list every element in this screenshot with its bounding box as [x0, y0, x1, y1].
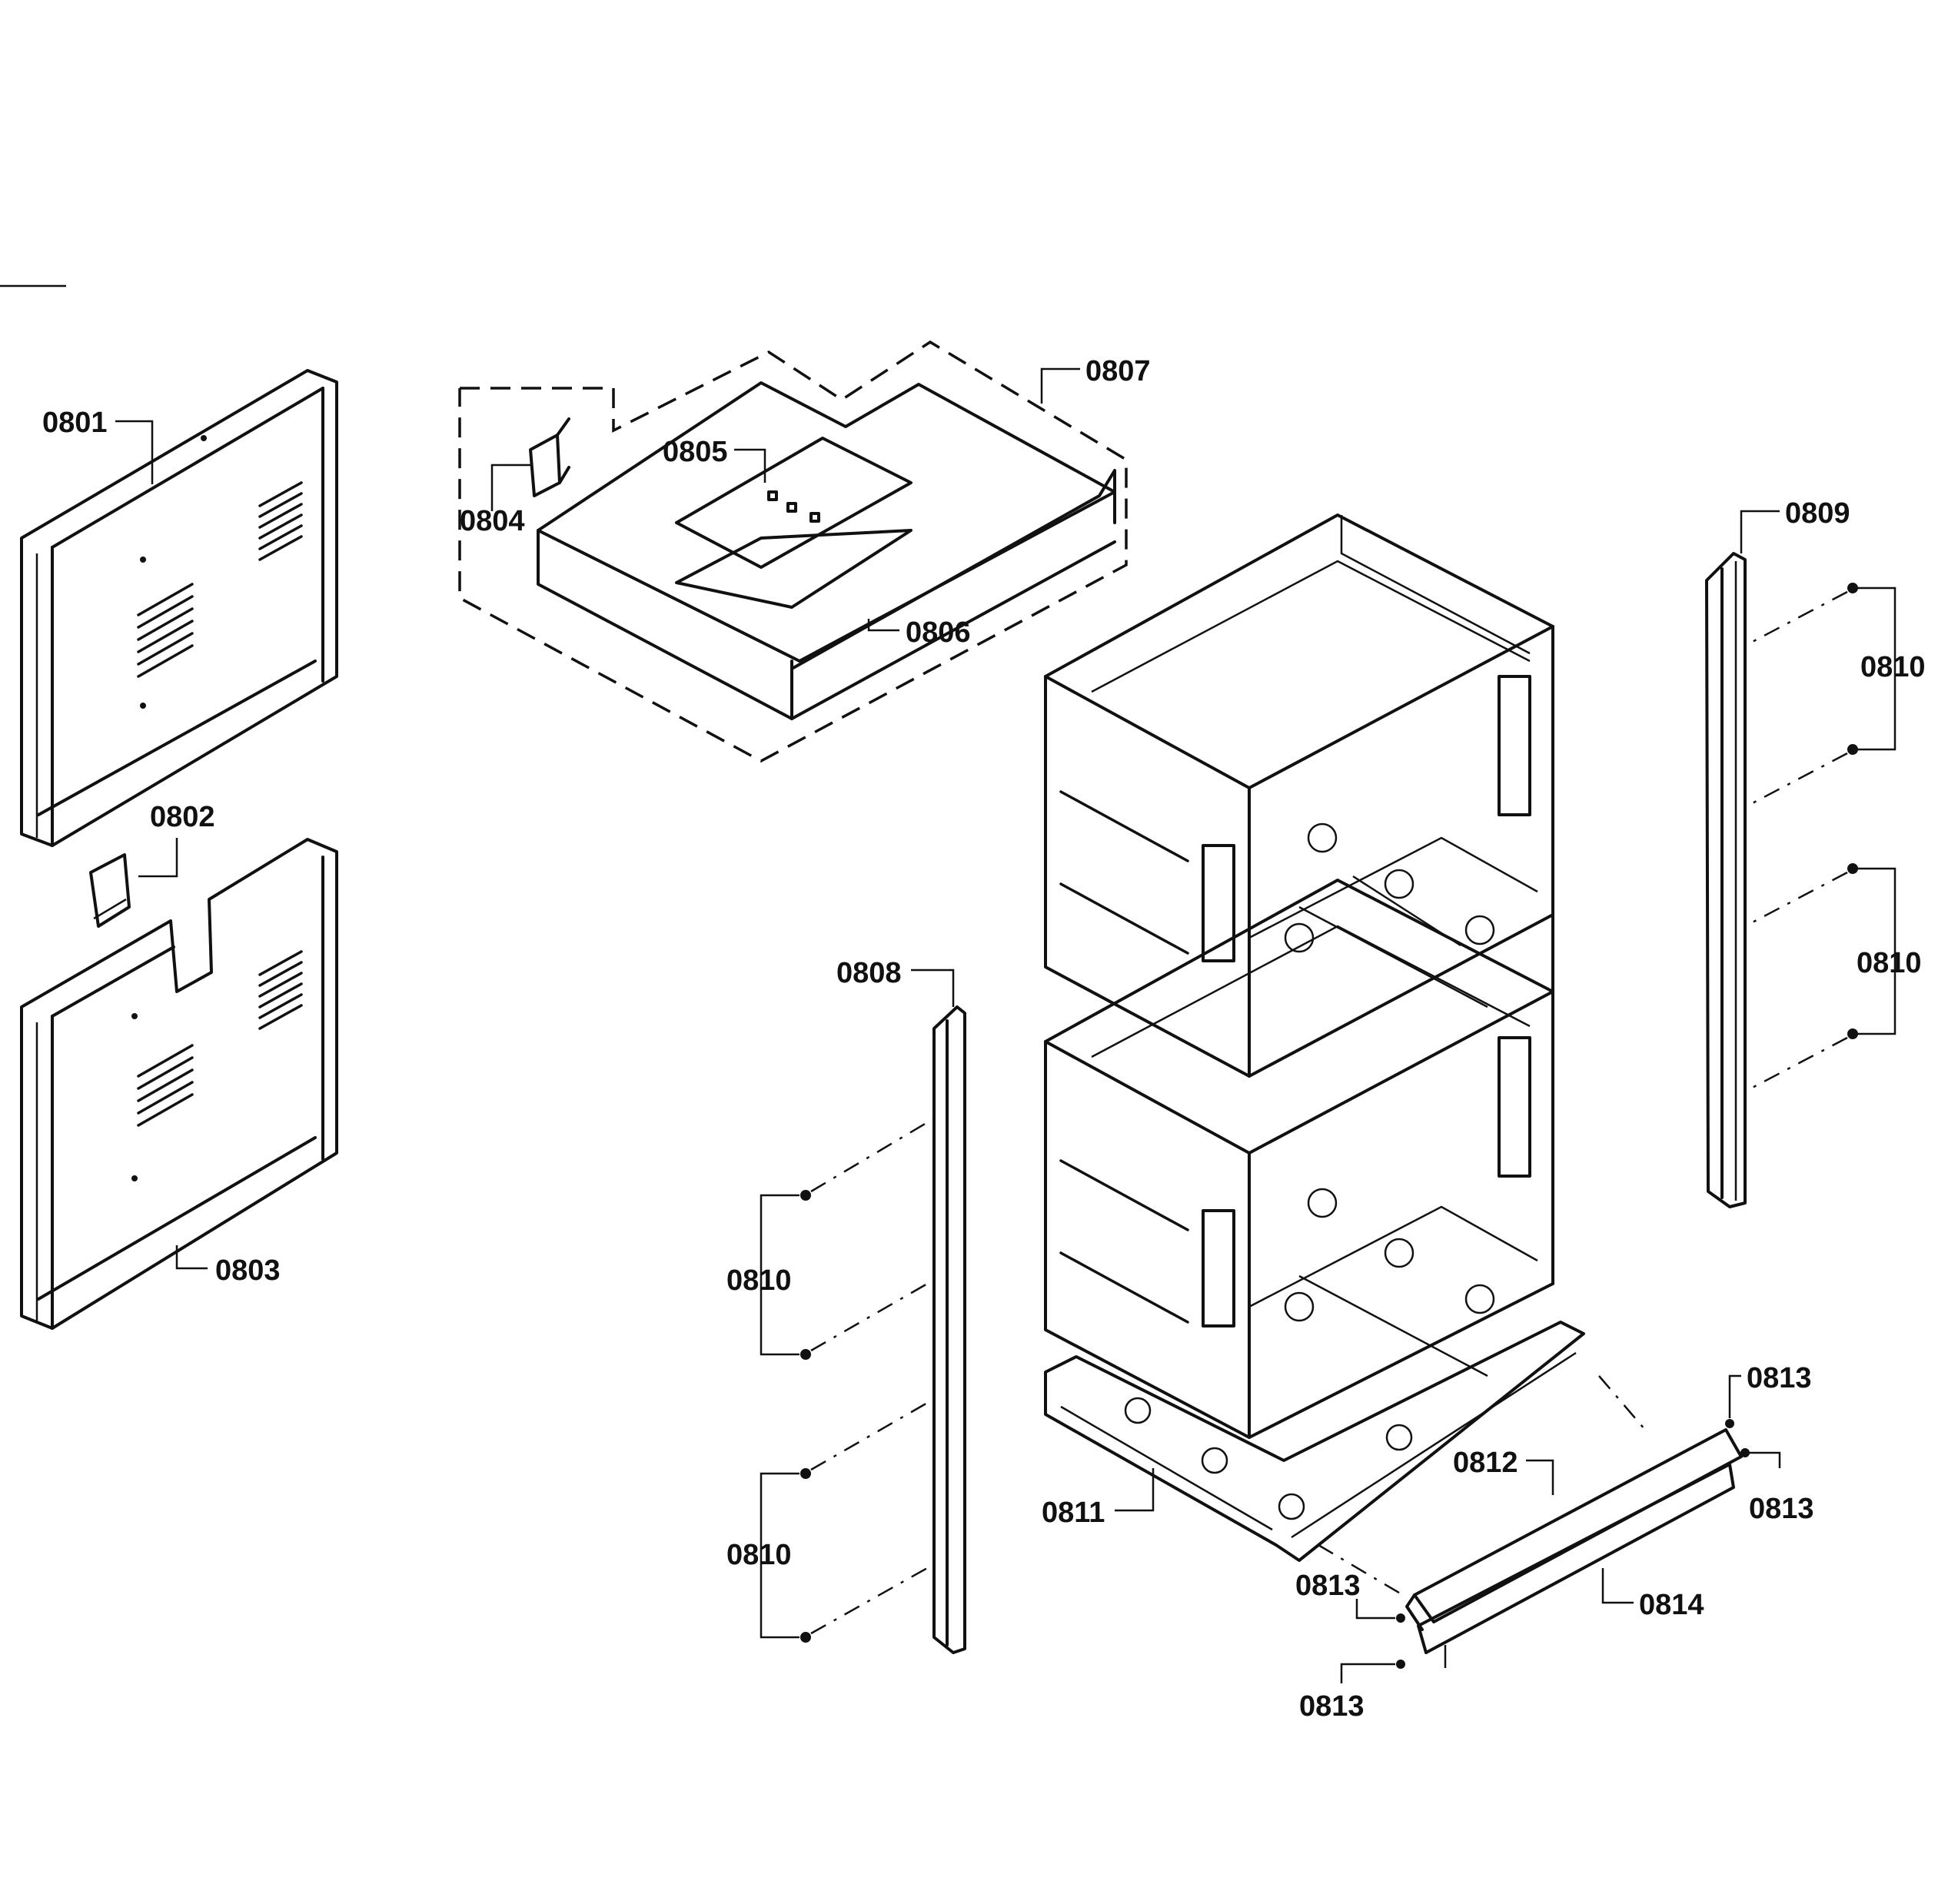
callout-labels: 0801 0802 0803 0804 0805 0806 0807 0808 … — [42, 355, 1926, 1723]
part-0811-base-tray — [1044, 1321, 1585, 1562]
callout-0810-right-top: 0810 — [1860, 651, 1926, 683]
callout-0807: 0807 — [1085, 355, 1151, 387]
vent-slots — [137, 950, 303, 1127]
main-oven-frame — [1044, 513, 1554, 1439]
callout-0813-left: 0813 — [1295, 1570, 1361, 1602]
part-0803-lower-side-panel — [20, 838, 338, 1330]
part-0801-upper-side-panel — [20, 369, 338, 847]
callout-0802: 0802 — [150, 801, 215, 833]
callout-0812: 0812 — [1453, 1447, 1518, 1479]
part-0812-0814-front-trim — [1318, 1375, 1743, 1668]
callout-0806: 0806 — [906, 616, 971, 649]
part-0802-small-cover — [89, 853, 131, 928]
callout-0814: 0814 — [1639, 1589, 1704, 1621]
part-0807-top-assembly — [458, 340, 1128, 763]
callout-0810-left-bottom: 0810 — [726, 1539, 792, 1571]
vent-slots — [137, 481, 303, 678]
callout-0810-left-top: 0810 — [726, 1264, 792, 1297]
part-0804-bracket — [529, 417, 570, 497]
part-0809-right-rail — [1705, 552, 1747, 1208]
callout-0808: 0808 — [836, 957, 902, 989]
callout-0803: 0803 — [215, 1254, 281, 1287]
leader-lines — [115, 367, 1897, 1683]
callout-0810-right-bottom: 0810 — [1857, 947, 1922, 979]
callout-0804: 0804 — [460, 505, 525, 537]
part-0808-left-rail — [932, 1005, 966, 1654]
callout-0813-top-right: 0813 — [1747, 1362, 1812, 1394]
callout-0801: 0801 — [42, 407, 108, 439]
callout-0813-bottom: 0813 — [1299, 1690, 1365, 1723]
callout-0809: 0809 — [1785, 497, 1850, 530]
callout-0805: 0805 — [663, 436, 728, 468]
callout-0811: 0811 — [1042, 1497, 1105, 1529]
callout-0813-right: 0813 — [1749, 1493, 1814, 1525]
